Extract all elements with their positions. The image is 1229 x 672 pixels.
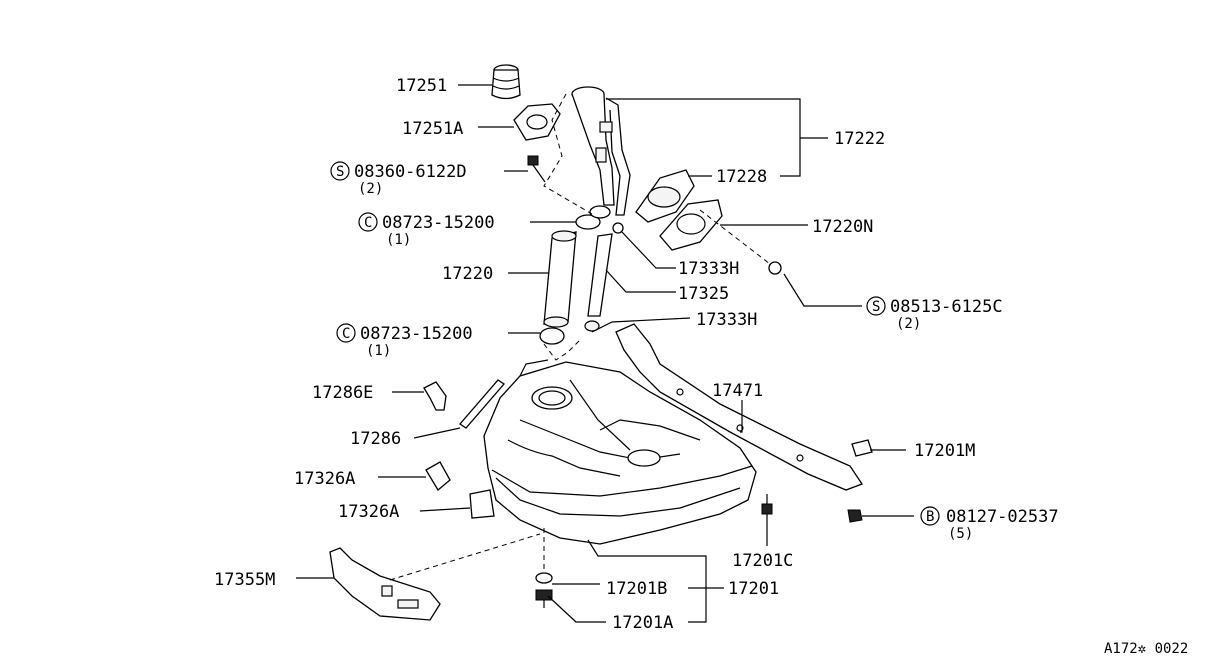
hose-clip [423, 381, 447, 411]
code-08723-15200: 08723-15200 [360, 324, 473, 344]
label-17333h-lower: 17333H [696, 310, 757, 330]
part-labels: 17251 17251A 17222 17228 17220N 17220 17… [214, 76, 975, 633]
hose-clamp-lower [539, 327, 565, 345]
label-17201m: 17201M [914, 441, 975, 461]
filler-cap [491, 64, 521, 100]
label-17286e: 17286E [312, 383, 373, 403]
filler-tube [571, 86, 631, 216]
bolt-17201A [535, 589, 553, 608]
pad-lower [469, 489, 495, 519]
symbol-c: C [364, 215, 372, 231]
label-17222: 17222 [834, 129, 885, 149]
label-17355m: 17355M [214, 570, 275, 590]
label-17201: 17201 [728, 579, 779, 599]
fuel-tank [483, 359, 757, 545]
screw-2 [699, 209, 782, 275]
filler-neck-plate [635, 169, 695, 223]
qty: (2) [896, 316, 921, 332]
label-17286: 17286 [350, 429, 401, 449]
label-17251: 17251 [396, 76, 447, 96]
pad-upper [425, 461, 451, 491]
tank-band [459, 379, 505, 429]
symbol-s: S [336, 164, 344, 180]
screw [527, 155, 546, 183]
code-08360-6122d: 08360-6122D [354, 162, 467, 182]
code-08513-6125c: 08513-6125C [890, 297, 1003, 317]
tank-protector [329, 547, 441, 621]
label-17471: 17471 [712, 381, 763, 401]
filler-gasket [659, 199, 723, 251]
fastener-callout-s1: S 08360-6122D (2) [330, 161, 467, 197]
bracket [851, 439, 873, 457]
label-17220: 17220 [442, 264, 493, 284]
label-17326a-lower: 17326A [338, 502, 399, 522]
diagram-reference-code: A172✲ 0022 [1104, 641, 1188, 657]
label-17220n: 17220N [812, 217, 873, 237]
symbol-s: S [872, 299, 880, 315]
label-17325: 17325 [678, 284, 729, 304]
label-17228: 17228 [716, 167, 767, 187]
symbol-b: B [926, 509, 934, 525]
label-17251a: 17251A [402, 119, 463, 139]
label-17201b: 17201B [606, 579, 667, 599]
filler-gasket-plate [513, 103, 561, 141]
symbol-c: C [342, 326, 350, 342]
label-17201c: 17201C [732, 551, 793, 571]
code-08127-02537: 08127-02537 [946, 507, 1059, 527]
parts-illustration [329, 64, 873, 621]
breather-hose [584, 222, 624, 332]
fastener-callout-s2: S 08513-6125C (2) [866, 296, 1003, 332]
fastener-callout-c1: C 08723-15200 (1) [358, 212, 495, 248]
fastener-callout-b1: B 08127-02537 (5) [920, 506, 1059, 542]
qty: (1) [366, 343, 391, 359]
leader-lines [296, 84, 914, 623]
filler-hose [543, 205, 611, 328]
fastener-callout-c2: C 08723-15200 (1) [336, 323, 473, 359]
bolt-17201C [761, 494, 773, 515]
label-17333h-upper: 17333H [678, 259, 739, 279]
tank-cross-member [615, 323, 863, 491]
label-17201a: 17201A [612, 613, 673, 633]
bolt-08127 [847, 509, 863, 523]
code-08723-15200: 08723-15200 [382, 213, 495, 233]
washer [535, 572, 553, 584]
qty: (2) [358, 181, 383, 197]
qty: (5) [948, 526, 973, 542]
label-17326a-upper: 17326A [294, 469, 355, 489]
qty: (1) [386, 232, 411, 248]
